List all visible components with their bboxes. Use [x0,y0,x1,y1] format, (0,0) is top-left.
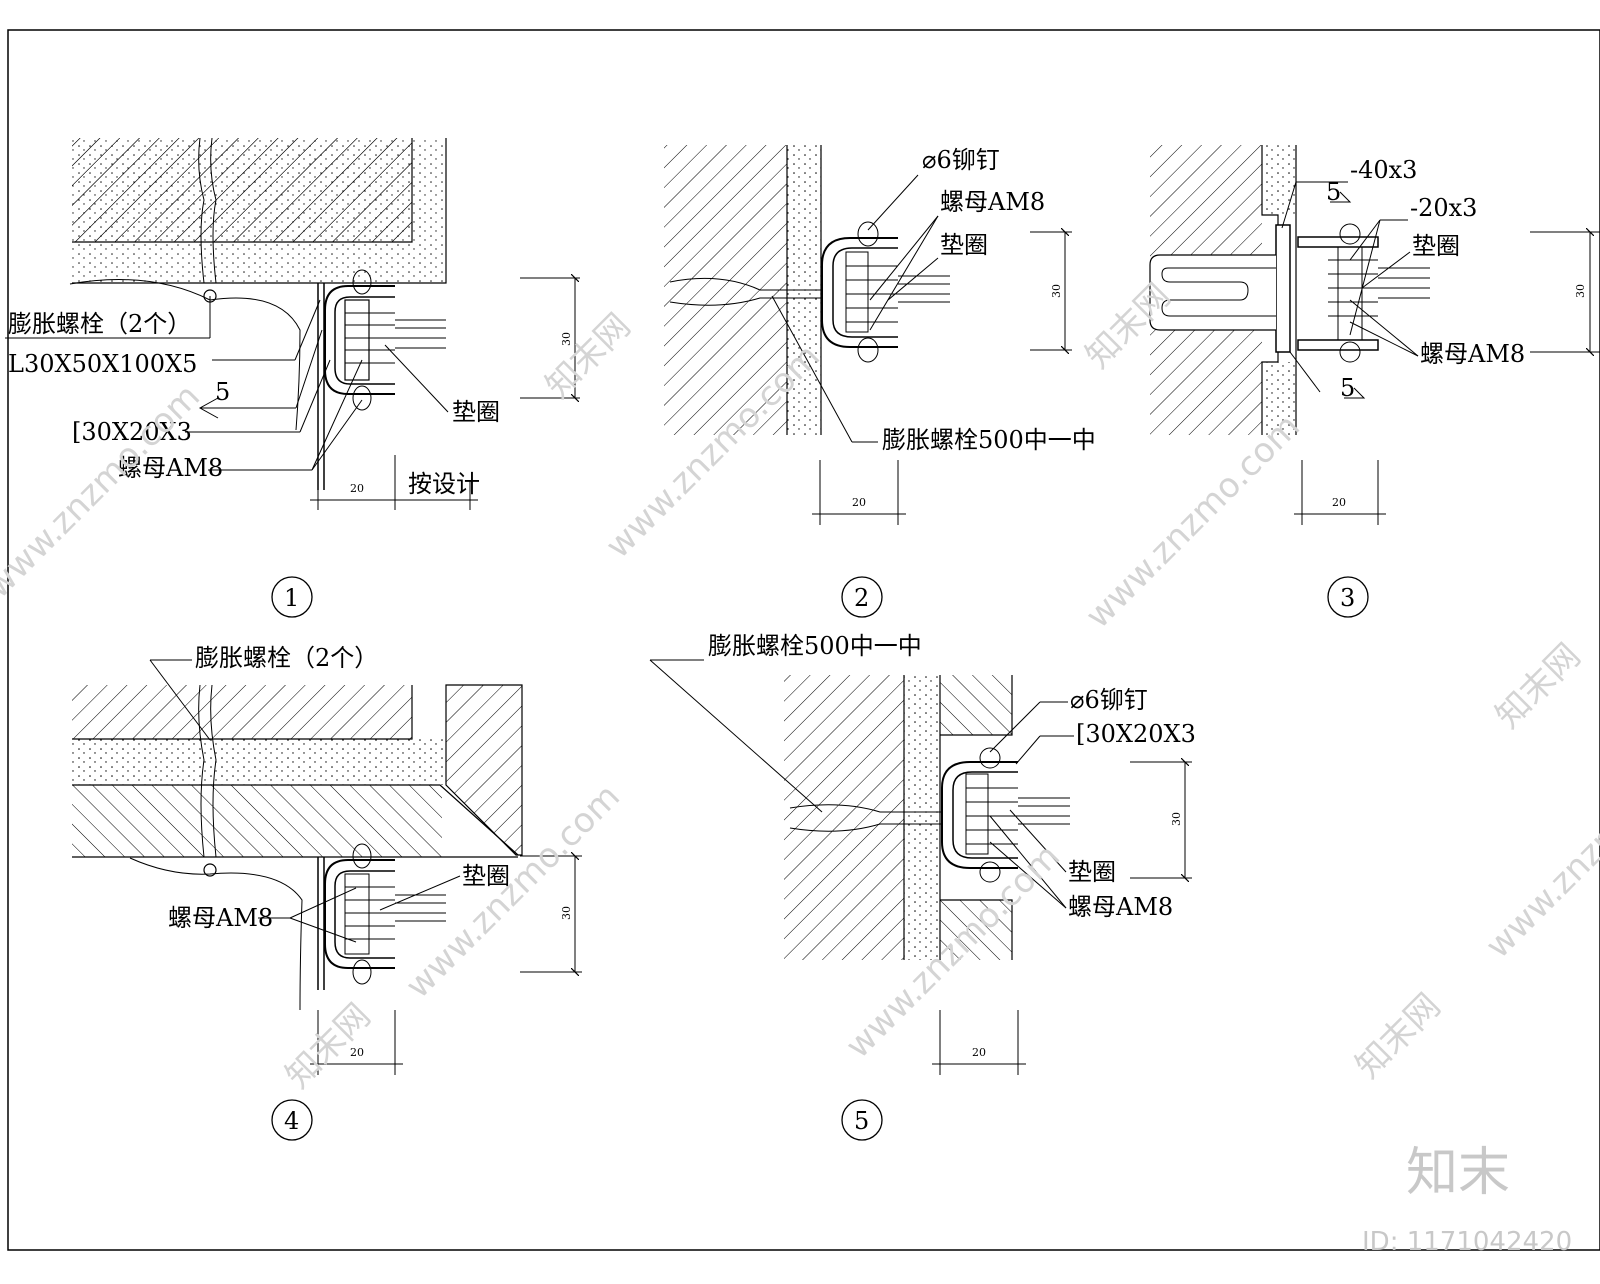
label-angle: L30X50X100X5 [8,350,197,378]
label-by-design: 按设计 [408,470,480,498]
detail-number: 3 [1340,584,1355,612]
dim-width: 20 [350,1046,364,1059]
label-washer: 垫圈 [462,862,510,890]
label-washer: 垫圈 [940,231,988,259]
label-rivet: ⌀6铆钉 [1070,686,1148,714]
label-weld-bottom: 5 [1340,374,1355,402]
watermark-site: www.znzmo.com [1078,406,1308,636]
detail-1: 30 20 按设计 膨胀螺栓（2个） L30X50X100X5 5 [30X20… [5,137,580,618]
detail-number-circle [271,576,313,618]
detail-2: 30 20 ⌀6铆钉 螺母AM8 垫圈 膨胀螺栓500中一中 2 [664,145,1096,618]
sheet-border [7,29,1600,1251]
label-channel: [30X20X3 [1076,720,1196,748]
detail-number-circle [841,576,883,618]
label-nut: 螺母AM8 [168,904,273,932]
concrete-slab [72,138,412,242]
image-id: ID: 1171042420 [1362,1227,1572,1257]
embedded-plate [1275,224,1291,353]
watermark-brand: 知末网 [538,306,638,406]
dim-height: 30 [560,332,573,346]
watermark-brand: 知末网 [1488,636,1588,736]
label-nut: 螺母AM8 [1420,340,1525,368]
dim-height: 30 [1050,284,1063,298]
dim-width: 20 [350,482,364,495]
detail-number: 1 [284,584,299,612]
dim-width: 20 [972,1046,986,1059]
dim-height: 30 [1170,812,1183,826]
brand-logo: 知末 [1406,1143,1510,1203]
label-anchor-bolt: 膨胀螺栓（2个） [8,310,191,338]
label-anchor-bolt: 膨胀螺栓500中一中 [708,632,922,660]
label-anchor-bolt: 膨胀螺栓（2个） [195,644,378,672]
label-weld: 5 [215,378,230,406]
dim-width: 20 [852,496,866,509]
label-channel: [30X20X3 [72,418,192,446]
label-washer: 垫圈 [1068,858,1116,886]
label-rivet: ⌀6铆钉 [922,146,1000,174]
detail-number: 2 [854,584,869,612]
label-plate-b: -20x3 [1410,194,1477,222]
detail-number: 5 [854,1107,869,1135]
dim-height: 30 [560,906,573,920]
dim-height: 30 [1574,284,1587,298]
label-anchor-bolt: 膨胀螺栓500中一中 [882,426,1096,454]
label-washer: 垫圈 [452,398,500,426]
dim-width: 20 [1332,496,1346,509]
detail-number-circle [841,1099,883,1141]
watermark-brand: 知末网 [1348,986,1448,1086]
detail-number-circle [271,1099,313,1141]
detail-number: 4 [284,1107,299,1135]
detail-4: 30 20 膨胀螺栓（2个） 垫圈 螺母AM8 4 [72,644,582,1141]
label-plate-a: -40x3 [1350,156,1417,184]
label-weld-top: 5 [1326,178,1341,206]
label-washer: 垫圈 [1412,232,1460,260]
label-nut: 螺母AM8 [1068,893,1173,921]
detail-5: 30 20 膨胀螺栓500中一中 ⌀6铆钉 [30X20X3 垫圈 螺母AM8 … [649,632,1196,1141]
watermark-site: www.znzmo.com [0,376,208,606]
detail-number-circle [1327,576,1369,618]
watermark-site: www.znzmo.com [1478,736,1600,966]
detail-3: 30 20 -40x3 5 -20x3 垫圈 螺母AM8 5 3 [1149,145,1600,618]
label-nut: 螺母AM8 [940,188,1045,216]
label-nut: 螺母AM8 [118,454,223,482]
